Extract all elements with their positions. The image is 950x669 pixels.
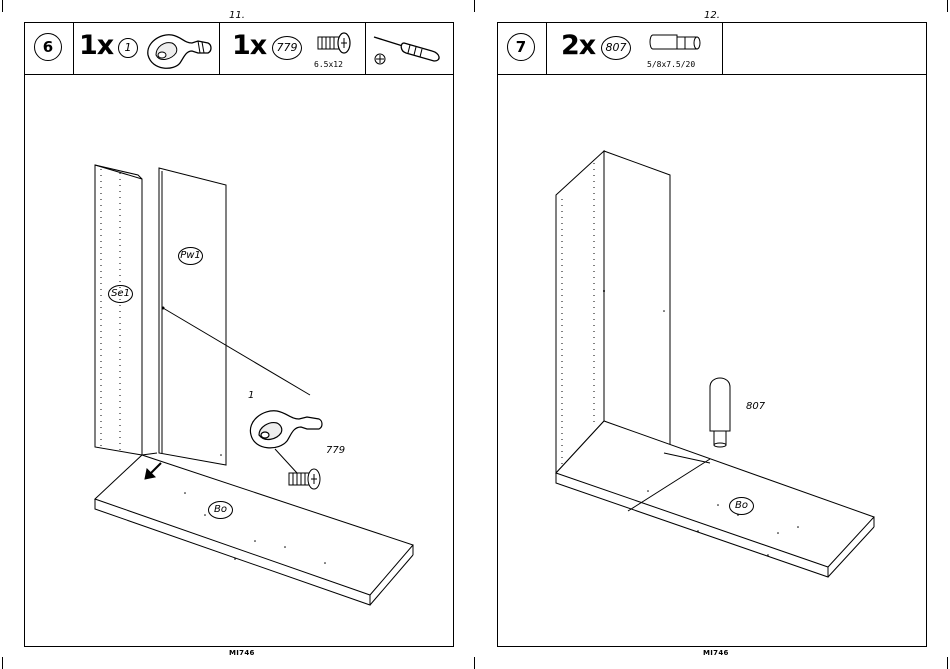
label-bottom-panel: Bo <box>729 497 754 515</box>
page-number: 11. <box>229 10 245 21</box>
screw-icon <box>314 29 354 57</box>
label-side-panel: Se1 <box>108 285 133 303</box>
footer-code: MI746 <box>229 649 255 657</box>
part-cell-dowel: 2x 807 5/8x7.5/20 <box>547 23 722 74</box>
side-panel <box>556 151 604 473</box>
part-cell-screw: 1x 779 6.5x12 <box>220 23 366 74</box>
part-ref: 807 <box>601 36 631 60</box>
cam-fitting-icon <box>142 25 218 73</box>
part-ref: 779 <box>272 36 302 60</box>
callout-cam: 1 <box>248 390 254 401</box>
assembly-drawing <box>498 75 926 645</box>
page-number: 12. <box>704 10 720 21</box>
part-quantity: 2x <box>561 30 595 61</box>
tool-cell <box>366 23 453 74</box>
back-panel <box>604 151 670 451</box>
bottom-panel <box>95 455 413 595</box>
crop-mark <box>2 657 3 669</box>
step-cell: 7 <box>498 23 547 74</box>
part-quantity: 1x <box>79 30 113 61</box>
instruction-panel-left: 6 1x 1 1x 779 6.5x12 <box>24 22 454 647</box>
step-number: 7 <box>507 33 535 61</box>
callout-screw: 779 <box>326 445 345 456</box>
step-cell: 6 <box>25 23 74 74</box>
crop-mark <box>2 0 3 12</box>
back-panel <box>159 168 226 465</box>
part-spec: 6.5x12 <box>314 60 343 69</box>
side-panel <box>95 165 142 455</box>
parts-header: 6 1x 1 1x 779 6.5x12 <box>25 23 453 75</box>
label-bottom-panel: Bo <box>208 501 233 519</box>
header-divider <box>722 23 723 74</box>
crop-mark <box>947 657 948 669</box>
part-ref: 1 <box>118 38 138 58</box>
part-cell-cam: 1x 1 <box>74 23 220 74</box>
crop-mark <box>947 0 948 12</box>
part-spec: 5/8x7.5/20 <box>647 60 695 69</box>
instruction-panel-right: 7 2x 807 5/8x7.5/20 <box>497 22 927 647</box>
label-back-panel: Pw1 <box>178 247 203 265</box>
parts-header: 7 2x 807 5/8x7.5/20 <box>498 23 720 75</box>
step-number: 6 <box>34 33 62 61</box>
footer-code: MI746 <box>703 649 729 657</box>
crop-mark <box>474 0 475 12</box>
crop-mark <box>474 657 475 669</box>
screwdriver-icon <box>370 29 448 69</box>
dowel-pin-icon <box>649 27 705 59</box>
callout-dowel: 807 <box>746 401 765 412</box>
part-quantity: 1x <box>232 30 266 61</box>
assembly-drawing <box>25 75 453 645</box>
